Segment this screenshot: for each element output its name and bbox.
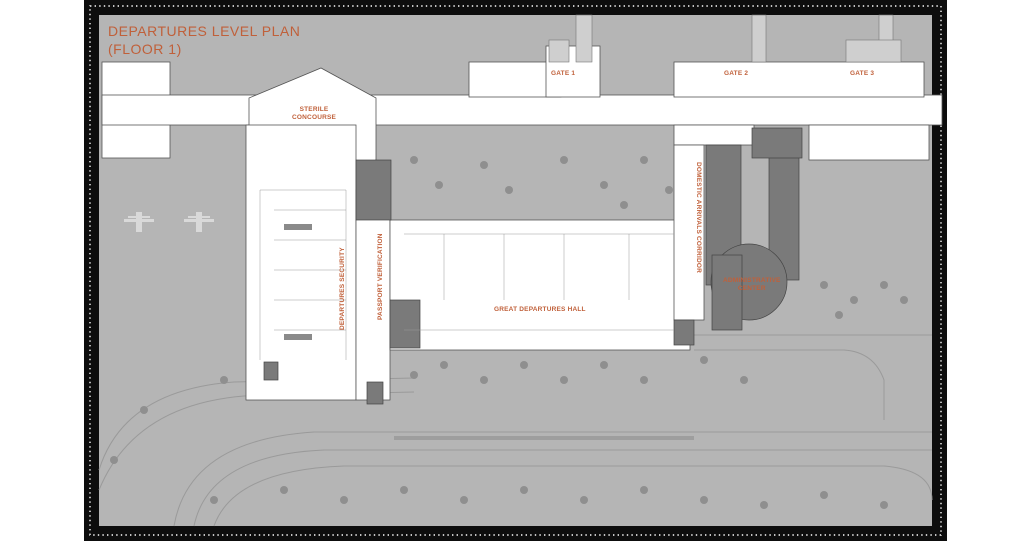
gate-2-label: GATE 2	[724, 70, 749, 77]
roadways	[98, 334, 933, 527]
admin-label-line1: ADMINISTRATIVE	[723, 277, 781, 284]
tree-row	[394, 436, 694, 440]
floor-plan-drawing	[89, 5, 943, 536]
admin-blocks	[263, 127, 803, 405]
admin-label-line2: CENTER	[737, 285, 766, 292]
departures-security-label: DEPARTURES SECURITY	[339, 247, 346, 330]
administrative-center-label: ADMINISTRATIVE CENTER	[723, 277, 781, 293]
sterile-label-line1: STERILE	[299, 106, 329, 113]
trees	[110, 156, 908, 509]
passport-verification-label: PASSPORT VERIFICATION	[377, 233, 384, 320]
plan-title: DEPARTURES LEVEL PLAN (FLOOR 1)	[108, 22, 300, 58]
security-lanes	[284, 224, 312, 340]
sterile-concourse-label: STERILE CONCOURSE	[292, 106, 336, 122]
sterile-label-line2: CONCOURSE	[292, 114, 337, 121]
gate-3-label: GATE 3	[850, 70, 875, 77]
gate-jetways	[548, 14, 902, 63]
domestic-arrivals-corridor-label: DOMESTIC ARRIVALS CORRIDOR	[695, 162, 702, 274]
map-frame: DEPARTURES LEVEL PLAN (FLOOR 1) GATE 1 G…	[84, 0, 947, 541]
interior-lines	[259, 189, 674, 360]
great-departures-hall-label: GREAT DEPARTURES HALL	[494, 306, 586, 313]
gate-1-label: GATE 1	[551, 70, 576, 77]
plan-title-line1: DEPARTURES LEVEL PLAN	[108, 23, 301, 39]
plan-title-line2: (FLOOR 1)	[108, 41, 182, 57]
aircraft-silhouettes	[124, 212, 214, 232]
